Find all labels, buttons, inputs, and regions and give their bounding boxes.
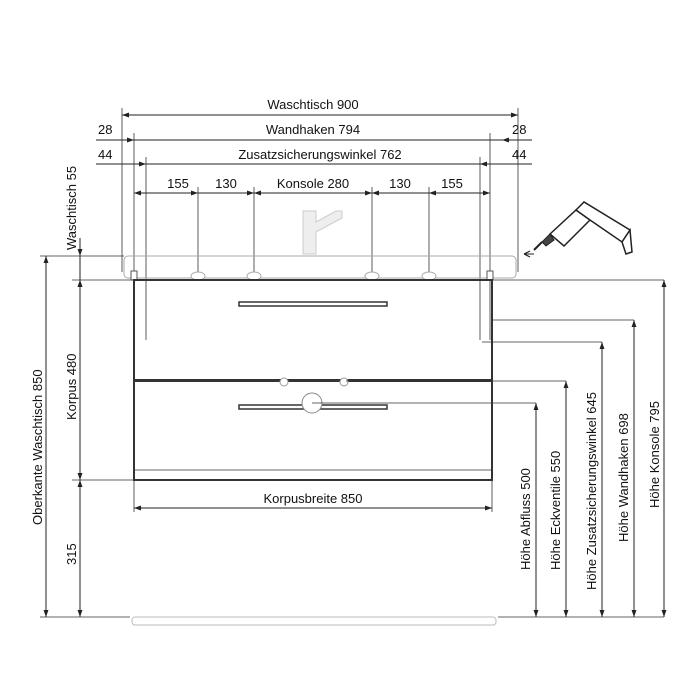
console-hole bbox=[364, 271, 380, 281]
hoehe-abfluss-label: Höhe Abfluss 500 bbox=[518, 468, 533, 570]
console-hole bbox=[246, 271, 262, 281]
drawer-handle-top bbox=[238, 301, 388, 307]
korpusbreite-label: Korpusbreite 850 bbox=[263, 491, 362, 506]
spacing-155-right-label: 155 bbox=[441, 176, 463, 191]
cabinet-body bbox=[133, 279, 493, 481]
height-dimensions: Höhe Abfluss 500 Höhe Eckventile 550 Höh… bbox=[518, 280, 667, 617]
angle-valve bbox=[339, 377, 349, 387]
waschtisch-height-label: Waschtisch 55 bbox=[64, 166, 79, 250]
floor-offset-label: 315 bbox=[64, 543, 79, 565]
extension-lines bbox=[121, 108, 519, 340]
spacing-130-right-label: 130 bbox=[389, 176, 411, 191]
hoehe-konsole-label: Höhe Konsole 795 bbox=[647, 401, 662, 508]
hoehe-eckventile-label: Höhe Eckventile 550 bbox=[548, 451, 563, 570]
spacing-130-left-label: 130 bbox=[215, 176, 237, 191]
korpusbreite-dimension: Korpusbreite 850 bbox=[133, 480, 493, 512]
hoehe-zusatz-label: Höhe Zusatzsicherungswinkel 645 bbox=[584, 392, 599, 590]
top-dimensions: Waschtisch 900 28 Wandhaken 794 28 44 Zu… bbox=[96, 97, 532, 196]
offset-28-right-label: 28 bbox=[512, 122, 526, 137]
oberkante-label: Oberkante Waschtisch 850 bbox=[30, 369, 45, 525]
floor-plinth bbox=[131, 616, 497, 626]
angle-valve bbox=[279, 377, 289, 387]
wandhaken-width-label: Wandhaken 794 bbox=[266, 122, 360, 137]
offset-44-right-label: 44 bbox=[512, 147, 526, 162]
console-hole bbox=[421, 271, 437, 281]
drill-icon bbox=[523, 201, 633, 258]
faucet-icon bbox=[302, 210, 343, 255]
korpus-height-label: Korpus 480 bbox=[64, 354, 79, 421]
spacing-155-left-label: 155 bbox=[167, 176, 189, 191]
hoehe-wandhaken-label: Höhe Wandhaken 698 bbox=[616, 413, 631, 542]
offset-44-left-label: 44 bbox=[98, 147, 112, 162]
height-reference-lines bbox=[312, 279, 664, 618]
zusatz-width-label: Zusatzsicherungswinkel 762 bbox=[238, 147, 401, 162]
waschtisch-width-label: Waschtisch 900 bbox=[267, 97, 358, 112]
console-hole bbox=[190, 271, 206, 281]
left-dimensions: Waschtisch 55 Korpus 480 315 Oberkante W… bbox=[30, 166, 134, 618]
offset-28-left-label: 28 bbox=[98, 122, 112, 137]
washbasin bbox=[123, 210, 517, 281]
konsole-width-label: Konsole 280 bbox=[277, 176, 349, 191]
